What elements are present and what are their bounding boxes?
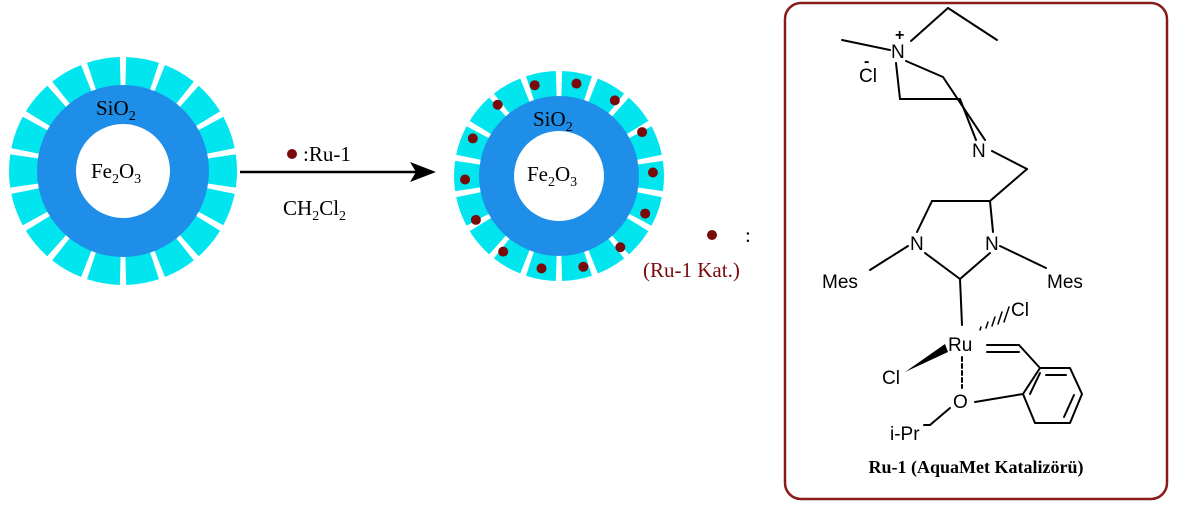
catalyst-dot xyxy=(578,261,589,272)
catalyst-dots xyxy=(460,78,658,274)
cl-top: Cl xyxy=(1011,300,1029,321)
pore-segment xyxy=(87,246,121,285)
structure-caption: Ru-1 (AquaMet Katalizörü) xyxy=(869,457,1084,478)
pore-segment xyxy=(87,57,121,96)
bond-ring-2 xyxy=(916,200,933,233)
pore-segment xyxy=(632,160,665,192)
catalyst-dot xyxy=(470,214,481,225)
legend: : (Ru-1 Kat.) xyxy=(643,223,751,282)
cl-left: Cl xyxy=(882,368,900,389)
legend-label: (Ru-1 Kat.) xyxy=(643,258,740,282)
bond-mes-left xyxy=(869,245,909,271)
pore-segment xyxy=(125,57,159,96)
bond-ring-5 xyxy=(959,252,991,280)
mes-left: Mes xyxy=(822,272,858,293)
bond-pip-1 xyxy=(905,60,944,78)
bond-linker-2 xyxy=(989,168,1028,202)
counter-ion: Cl xyxy=(859,66,877,87)
charge-plus: + xyxy=(895,27,904,44)
bond-mes-right xyxy=(999,245,1047,269)
bond-ring-4 xyxy=(924,252,961,280)
catalyst-dot xyxy=(571,78,582,89)
atom-n-quaternary: N xyxy=(891,42,905,63)
iron-oxide-core xyxy=(514,131,604,221)
bond-o-ipr xyxy=(929,407,951,426)
bond-ch-ring xyxy=(1018,344,1041,369)
atom-n-left: N xyxy=(910,234,924,255)
particle-right: SiO2 Fe2O3 xyxy=(453,71,665,281)
catalyst-dot xyxy=(498,246,509,257)
catalyst-dot xyxy=(287,149,297,159)
catalyst-dot xyxy=(609,95,620,106)
legend-dot xyxy=(707,230,717,240)
catalyst-dot xyxy=(492,99,503,110)
bond-pip-3 xyxy=(895,62,901,100)
bond-methyl xyxy=(841,39,891,51)
shell-label: SiO2 xyxy=(533,107,573,135)
pore-segment xyxy=(125,246,159,285)
bond-linker-1 xyxy=(991,150,1028,170)
structure-frame xyxy=(783,1,1169,501)
reaction-arrow: :Ru-1 CH2Cl2 xyxy=(240,142,436,224)
benzene-inner-3 xyxy=(1029,372,1041,395)
pore-segment xyxy=(8,154,44,188)
reagent-label: :Ru-1 xyxy=(303,142,351,166)
catalyst-dot xyxy=(536,263,547,274)
wedge-bond xyxy=(905,344,948,372)
pore-segment xyxy=(202,154,238,188)
bond-pip-5 xyxy=(959,98,977,141)
atom-n-piperazine: N xyxy=(972,141,986,162)
iron-oxide-core xyxy=(76,124,170,218)
shell-label: SiO2 xyxy=(96,96,136,124)
bond-carbene-ru xyxy=(959,278,963,326)
bond-ring-3 xyxy=(989,200,994,233)
mes-right: Mes xyxy=(1047,272,1083,293)
isopropyl-label: i-Pr xyxy=(890,424,920,445)
metal-ru: Ru xyxy=(948,335,972,356)
catalyst-dot xyxy=(647,167,658,178)
bond-ethyl-a xyxy=(910,7,949,42)
catalyst-dot xyxy=(460,174,471,185)
charge-minus: - xyxy=(864,53,869,70)
catalyst-dot xyxy=(467,133,478,144)
pore-segment xyxy=(453,160,486,192)
bond-ethyl-b xyxy=(947,7,998,41)
solvent-label: CH2Cl2 xyxy=(283,196,346,224)
particle-left: SiO2 Fe2O3 xyxy=(8,57,238,285)
core-label: Fe2O3 xyxy=(91,159,141,187)
bond-o-ring xyxy=(974,393,1024,403)
arrow-head xyxy=(410,162,436,182)
atom-n-right: N xyxy=(985,234,999,255)
core-label: Fe2O3 xyxy=(527,162,577,190)
catalyst-dot xyxy=(615,242,626,253)
legend-colon: : xyxy=(745,223,751,247)
ru-1-structure xyxy=(841,7,1083,426)
catalyst-dot xyxy=(529,80,540,91)
benzene-inner-2 xyxy=(1063,394,1075,418)
atom-oxygen: O xyxy=(953,392,968,413)
hashed-bond xyxy=(979,306,1010,331)
catalyst-dot xyxy=(637,127,648,138)
catalyst-dot xyxy=(640,208,651,219)
